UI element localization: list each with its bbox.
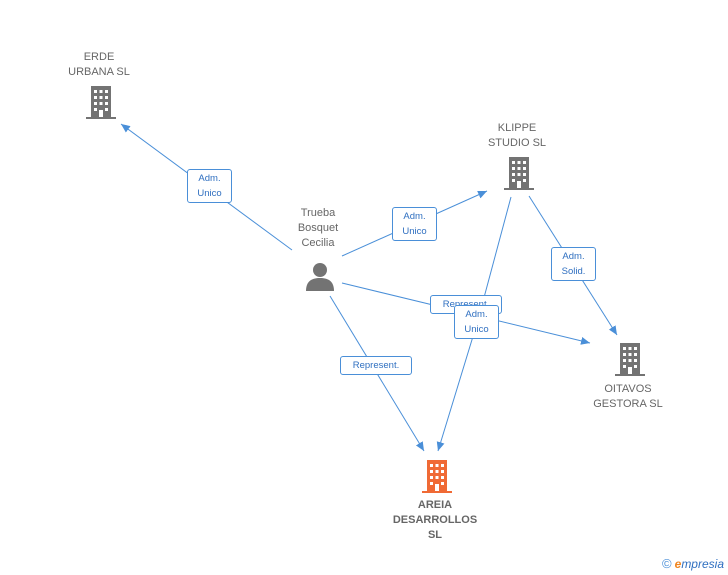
edge-label-line: Unico bbox=[402, 226, 427, 237]
building-icon-focus[interactable] bbox=[422, 460, 452, 493]
building-icon[interactable] bbox=[615, 343, 645, 376]
copyright-icon: © bbox=[662, 556, 672, 571]
node-label-areia[interactable]: AREIA DESARROLLOS SL bbox=[380, 498, 490, 543]
edge-label-line: Represent. bbox=[436, 297, 496, 312]
empresia-watermark[interactable]: ©empresia bbox=[662, 556, 724, 571]
edge-label-klippe-areia[interactable]: Adm. Unico bbox=[454, 305, 499, 339]
person-icon[interactable] bbox=[306, 263, 334, 291]
edge-label-trueba-areia[interactable]: Represent. bbox=[340, 356, 412, 375]
edge-label-line: Adm. bbox=[465, 309, 488, 320]
node-label-line: Trueba bbox=[300, 207, 336, 219]
node-label-line: STUDIO SL bbox=[487, 137, 547, 149]
building-icon[interactable] bbox=[86, 86, 116, 119]
edge-label-trueba-erde[interactable]: Adm. Unico bbox=[187, 169, 232, 203]
node-label-line: AREIA bbox=[417, 499, 453, 511]
node-label-line: Bosquet bbox=[297, 222, 339, 234]
brand-rest: mpresia bbox=[681, 557, 724, 571]
edge-label-line: Unico bbox=[464, 324, 489, 335]
edge-label-trueba-klippe[interactable]: Adm. Unico bbox=[392, 207, 437, 241]
edge-label-line: Adm. bbox=[562, 251, 585, 262]
node-label-line: KLIPPE bbox=[497, 122, 537, 134]
node-label-klippe[interactable]: KLIPPE STUDIO SL bbox=[468, 121, 566, 151]
node-label-line: ERDE bbox=[83, 51, 115, 63]
edge-label-line: Unico bbox=[197, 188, 222, 199]
node-label-line: SL bbox=[427, 529, 443, 541]
edge-label-line: Solid. bbox=[561, 266, 586, 277]
edge-label-line: Adm. bbox=[198, 173, 221, 184]
node-label-line: Cecilia bbox=[301, 237, 335, 249]
edge-label-line: Adm. bbox=[403, 211, 426, 222]
edge-label-klippe-oitavos[interactable]: Adm. Solid. bbox=[551, 247, 596, 281]
edge-label-line: Represent. bbox=[352, 360, 400, 371]
node-label-oitavos[interactable]: OITAVOS GESTORA SL bbox=[578, 382, 678, 412]
node-label-line: OITAVOS bbox=[604, 383, 652, 395]
node-label-trueba[interactable]: Trueba Bosquet Cecilia bbox=[278, 206, 358, 251]
node-label-erde[interactable]: ERDE URBANA SL bbox=[50, 50, 148, 80]
building-icon[interactable] bbox=[504, 157, 534, 190]
node-label-line: DESARROLLOS bbox=[392, 514, 478, 526]
node-label-line: GESTORA SL bbox=[593, 398, 663, 410]
node-label-line: URBANA SL bbox=[68, 66, 130, 78]
brand-first-letter: e bbox=[674, 557, 682, 571]
